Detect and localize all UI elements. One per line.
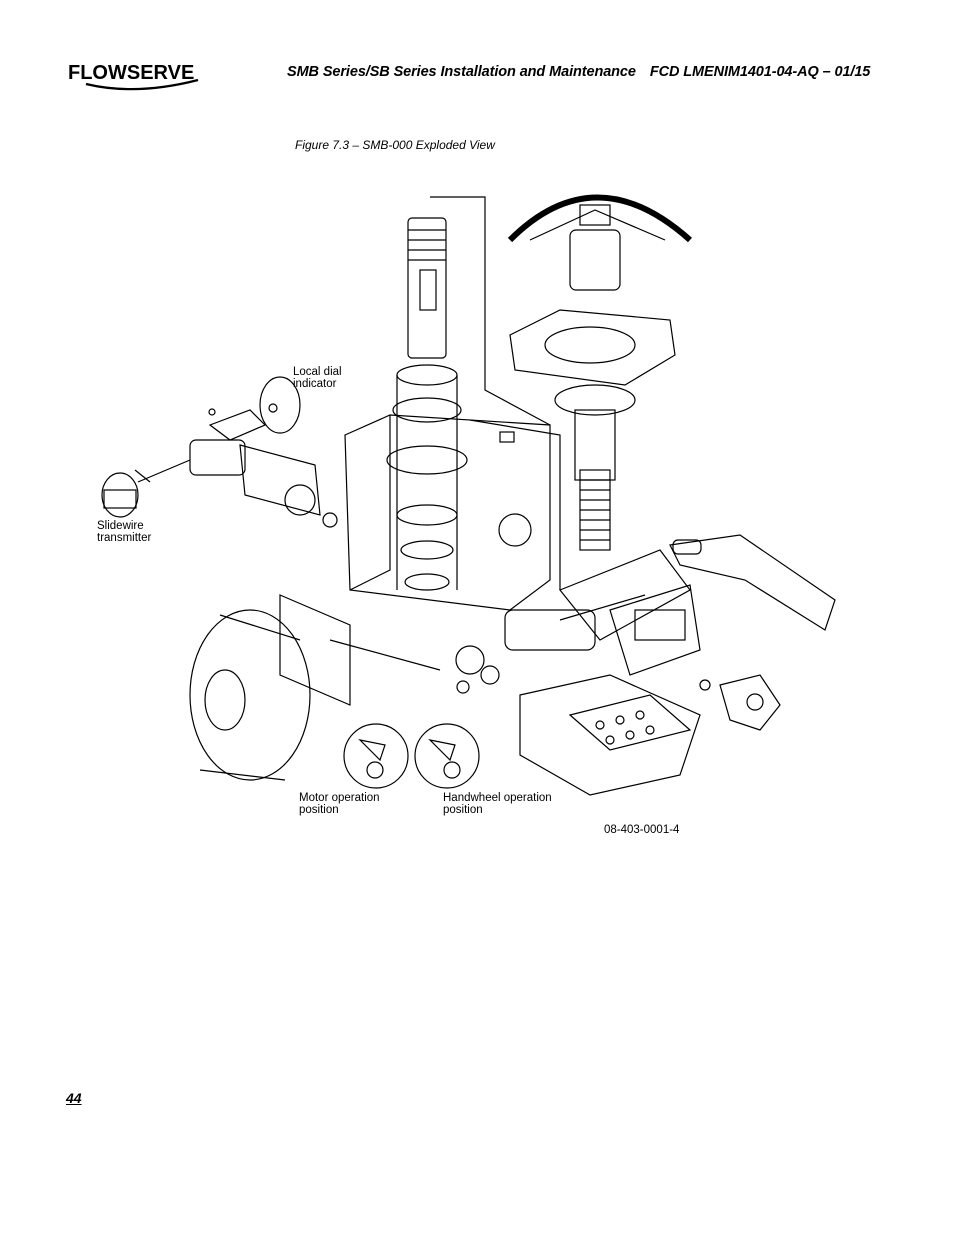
- label-motor-operation-position: Motor operation position: [299, 792, 380, 816]
- logo-wordmark: FLOWSERVE: [68, 62, 194, 84]
- motor: [189, 594, 351, 781]
- figure-caption: Figure 7.3 – SMB-000 Exploded View: [295, 138, 495, 152]
- leader-line: [430, 196, 551, 426]
- stem-spring: [574, 409, 616, 551]
- local-dial-indicator: [208, 376, 301, 441]
- header-title: SMB Series/SB Series Installation and Ma…: [287, 64, 636, 80]
- slidewire-transmitter: [101, 439, 338, 528]
- label-local-dial-indicator: Local dial indicator: [293, 366, 342, 390]
- handwheel-operation-inset: [414, 723, 480, 789]
- page-number: 44: [66, 1090, 82, 1106]
- exploded-view-drawing: [101, 194, 836, 796]
- aux-switch: [699, 674, 781, 731]
- flowserve-logo: FLOWSERVE: [68, 62, 199, 91]
- motor-operation-inset: [343, 723, 409, 789]
- adapter-plate: [509, 309, 676, 416]
- header-doc-id: FCD LMENIM1401-04-AQ – 01/15: [649, 64, 871, 80]
- label-handwheel-operation-position: Handwheel operation position: [443, 792, 552, 816]
- handwheel: [507, 194, 692, 291]
- limit-switch-block: [519, 674, 701, 796]
- drawing-number: 08-403-0001-4: [604, 824, 680, 836]
- label-slidewire-transmitter: Slidewire transmitter: [97, 520, 152, 544]
- worm-gear-assembly: [455, 549, 691, 694]
- leader-line-motor: [329, 639, 441, 671]
- declutch-lever: [669, 534, 836, 631]
- drive-sleeve: [386, 217, 468, 591]
- page-header: SMB Series/SB Series Installation and Ma…: [287, 64, 870, 80]
- gear-box-cover: [609, 584, 701, 676]
- actuator-housing: [344, 414, 561, 611]
